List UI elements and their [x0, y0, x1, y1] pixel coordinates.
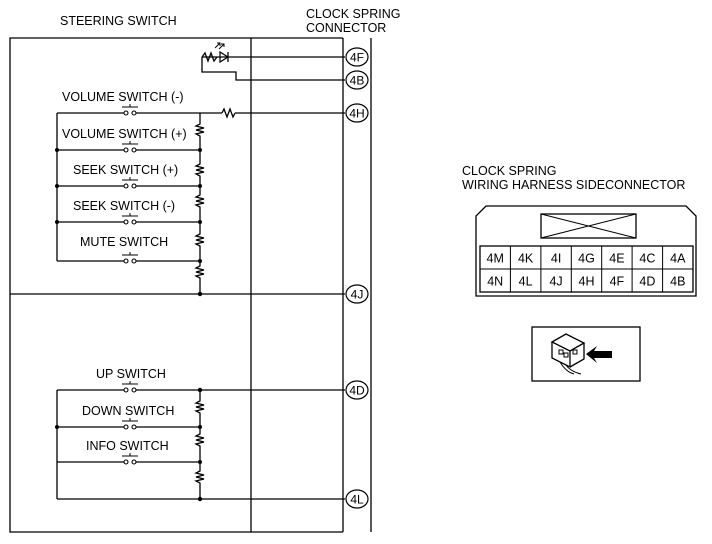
cell-4f: 4F: [610, 275, 625, 289]
cell-4a: 4A: [670, 252, 686, 266]
clock-spring-connector-strip: [342, 38, 372, 532]
push-switch-icon: [122, 141, 138, 153]
upper-switch-ladder: [10, 107, 345, 297]
push-switch-icon: [122, 213, 138, 225]
pin-4j-label: 4J: [351, 288, 364, 302]
pin-4d: 4D: [345, 380, 369, 400]
cell-4c: 4C: [639, 252, 655, 266]
cell-4m: 4M: [487, 252, 504, 266]
cell-4b: 4B: [670, 275, 685, 289]
lower-switch-ladder: [55, 387, 345, 502]
label-seek-switch-minus: SEEK SWITCH (-): [73, 199, 175, 213]
steering-switch-box: [9, 37, 343, 533]
pin-4h: 4H: [345, 103, 369, 123]
push-switch-icon: [122, 104, 138, 116]
cell-4n: 4N: [487, 275, 503, 289]
push-switch-icon: [122, 381, 138, 393]
label-down-switch: DOWN SWITCH: [82, 404, 174, 418]
upper-right-rail: [194, 113, 205, 294]
label-seek-switch-plus: SEEK SWITCH (+): [73, 163, 178, 177]
cell-4d: 4D: [639, 275, 655, 289]
clock-spring-connector-title-1: CLOCK SPRING: [306, 7, 400, 21]
cell-4k: 4K: [518, 252, 534, 266]
pin-4h-label: 4H: [349, 107, 364, 121]
cell-4l: 4L: [519, 275, 533, 289]
led-icon: [201, 42, 230, 64]
label-info-switch: INFO SWITCH: [86, 439, 169, 453]
pin-4f-label: 4F: [350, 51, 364, 65]
led-circuit: [201, 42, 345, 81]
connector-probe-icon: [531, 326, 641, 382]
push-switch-icon: [122, 252, 138, 264]
label-mute-switch: MUTE SWITCH: [80, 235, 168, 249]
cell-4e: 4E: [609, 252, 624, 266]
label-up-switch: UP SWITCH: [96, 367, 166, 381]
resistor-icon: [221, 107, 236, 119]
clock-spring-connector-title-2: CONNECTOR: [306, 21, 386, 35]
pin-4b: 4B: [345, 70, 369, 90]
side-connector-title-1: CLOCK SPRING: [462, 164, 556, 178]
pin-4l-label: 4L: [350, 493, 364, 507]
pin-4f: 4F: [345, 47, 369, 67]
pin-4j: 4J: [345, 284, 369, 304]
push-switch-icon: [122, 453, 138, 465]
cell-4j: 4J: [549, 275, 562, 289]
pin-4d-label: 4D: [349, 384, 365, 398]
pin-4l: 4L: [345, 489, 369, 509]
steering-switch-title: STEERING SWITCH: [60, 14, 177, 28]
cell-4h: 4H: [579, 275, 595, 289]
cell-4i: 4I: [551, 252, 561, 266]
label-volume-switch-plus: VOLUME SWITCH (+): [62, 127, 187, 141]
push-switch-icon: [122, 177, 138, 189]
side-connector-title-2: WIRING HARNESS SIDECONNECTOR: [462, 178, 685, 192]
side-connector-body: [475, 205, 697, 297]
label-volume-switch-minus: VOLUME SWITCH (-): [62, 90, 184, 104]
cell-4g: 4G: [578, 252, 595, 266]
push-switch-icon: [122, 418, 138, 430]
pin-4b-label: 4B: [350, 74, 365, 88]
